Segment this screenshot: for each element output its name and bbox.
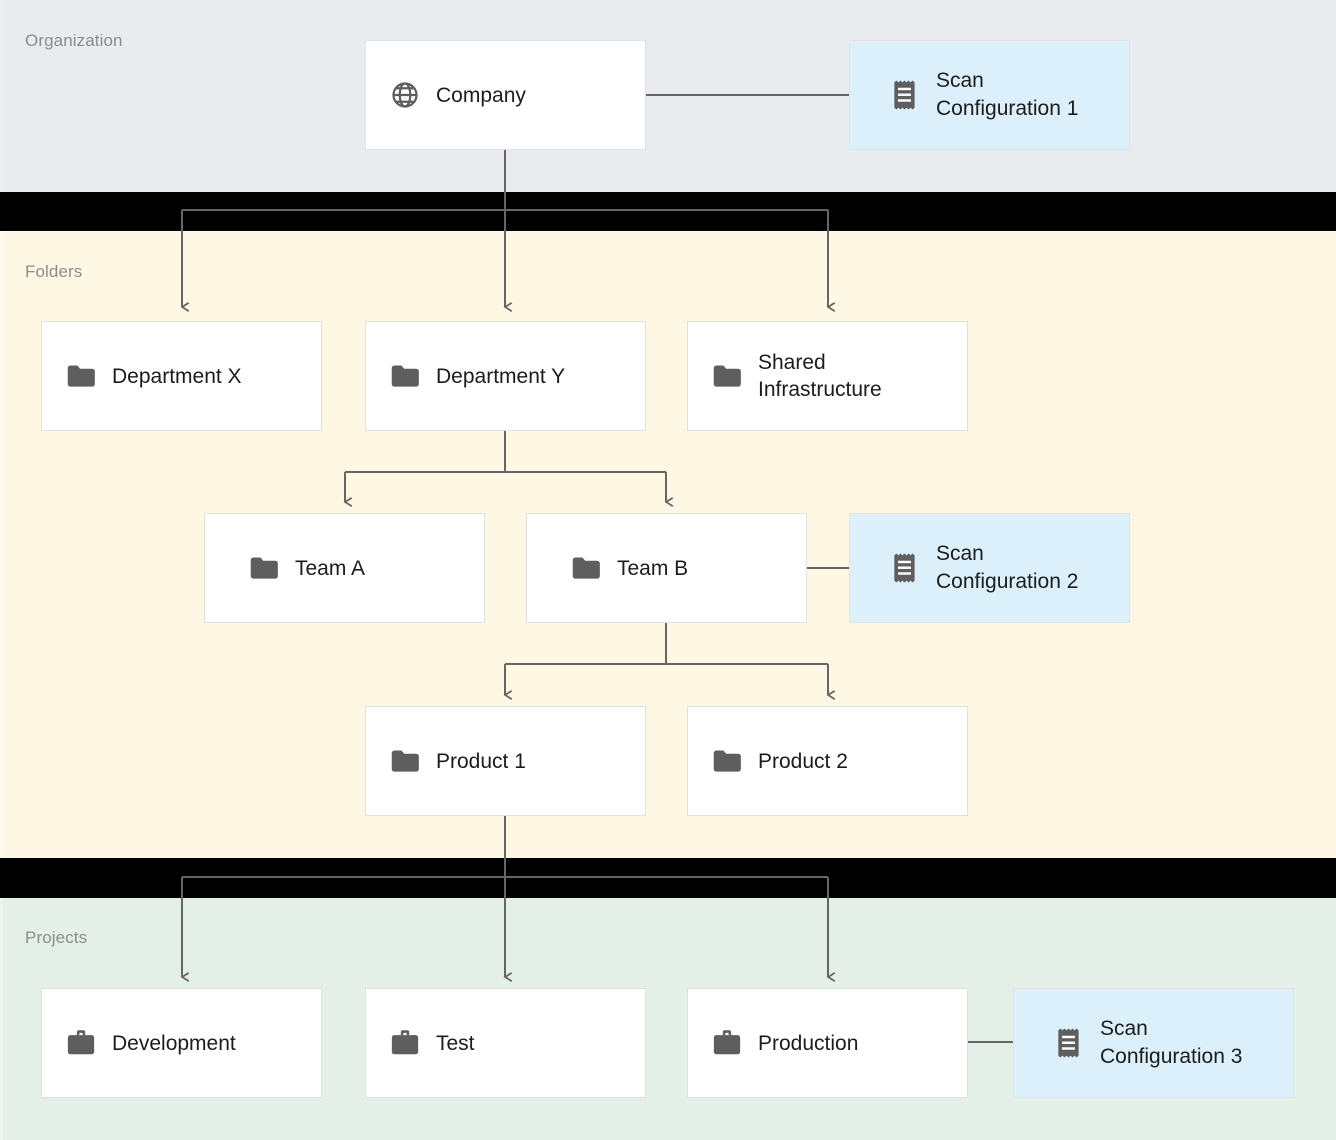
receipt-icon bbox=[1052, 1026, 1086, 1060]
node-label-scan-configuration-1: Scan Configuration 1 bbox=[936, 69, 1079, 120]
folder-icon bbox=[247, 551, 281, 585]
node-product-1[interactable]: Product 1 bbox=[365, 706, 646, 816]
briefcase-icon bbox=[64, 1026, 98, 1060]
receipt-icon bbox=[888, 551, 922, 585]
node-development[interactable]: Development bbox=[41, 988, 322, 1098]
section-label-folders: Folders bbox=[25, 262, 83, 281]
node-label-team-a: Team A bbox=[295, 556, 366, 580]
node-company[interactable]: Company bbox=[365, 40, 646, 150]
section-label-projects: Projects bbox=[25, 928, 88, 947]
node-label-department-x: Department X bbox=[112, 364, 242, 388]
section-label-organization: Organization bbox=[25, 31, 123, 50]
folder-icon bbox=[569, 551, 603, 585]
node-label-product-1: Product 1 bbox=[436, 749, 526, 773]
node-team-a[interactable]: Team A bbox=[204, 513, 485, 623]
node-product-2[interactable]: Product 2 bbox=[687, 706, 968, 816]
node-department-y[interactable]: Department Y bbox=[365, 321, 646, 431]
folder-icon bbox=[64, 359, 98, 393]
node-scan-configuration-1[interactable]: Scan Configuration 1 bbox=[849, 40, 1130, 150]
node-label-department-y: Department Y bbox=[436, 364, 566, 388]
node-production[interactable]: Production bbox=[687, 988, 968, 1098]
node-shared-infrastructure[interactable]: Shared Infrastructure bbox=[687, 321, 968, 431]
folder-icon bbox=[710, 359, 744, 393]
node-label-production: Production bbox=[758, 1031, 859, 1055]
node-label-product-2: Product 2 bbox=[758, 749, 848, 773]
node-team-b[interactable]: Team B bbox=[526, 513, 807, 623]
node-department-x[interactable]: Department X bbox=[41, 321, 322, 431]
node-label-shared-infrastructure: Shared Infrastructure bbox=[758, 351, 882, 401]
folder-icon bbox=[710, 744, 744, 778]
node-test[interactable]: Test bbox=[365, 988, 646, 1098]
node-label-team-b: Team B bbox=[617, 556, 689, 580]
node-label-development: Development bbox=[112, 1031, 236, 1055]
section-organization: Organization bbox=[0, 0, 1336, 192]
briefcase-icon bbox=[710, 1026, 744, 1060]
node-scan-configuration-2[interactable]: Scan Configuration 2 bbox=[849, 513, 1130, 623]
globe-icon bbox=[388, 78, 422, 112]
folder-icon bbox=[388, 359, 422, 393]
folder-icon bbox=[388, 744, 422, 778]
node-label-test: Test bbox=[436, 1031, 475, 1055]
node-scan-configuration-3[interactable]: Scan Configuration 3 bbox=[1013, 988, 1294, 1098]
node-label-company: Company bbox=[436, 83, 526, 107]
receipt-icon bbox=[888, 78, 922, 112]
briefcase-icon bbox=[388, 1026, 422, 1060]
node-label-scan-configuration-3: Scan Configuration 3 bbox=[1100, 1017, 1243, 1068]
node-label-scan-configuration-2: Scan Configuration 2 bbox=[936, 542, 1079, 593]
